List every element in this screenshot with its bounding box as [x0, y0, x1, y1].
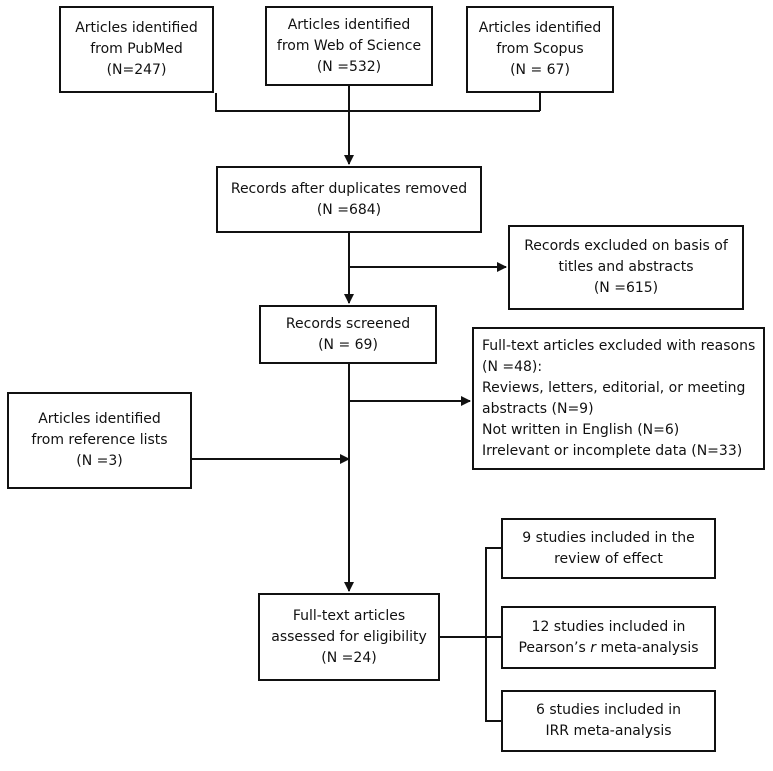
box-pubmed: Articles identified from PubMed (N=247) — [59, 6, 214, 93]
irr-line-2: IRR meta-analysis — [545, 723, 672, 739]
duplicates-count: (N =684) — [316, 201, 382, 218]
wos-line-1: Articles identified — [287, 16, 411, 33]
wos-count: (N =532) — [316, 58, 382, 75]
box-irr-meta-analysis: 6 studies included in IRR meta-analysis — [501, 690, 716, 752]
screened-count: (N = 69) — [318, 336, 378, 353]
box-assessed-eligibility: Full-text articles assessed for eligibil… — [258, 593, 440, 681]
box-reference-lists: Articles identified from reference lists… — [7, 392, 192, 489]
assessed-line-2: assessed for eligibility — [271, 628, 427, 645]
connector-pubmed — [215, 93, 540, 112]
assessed-count: (N =24) — [321, 649, 377, 666]
review-effect-line-1: 9 studies included in the — [522, 529, 695, 546]
box-fulltext-excluded: Full-text articles excluded with reasons… — [472, 327, 765, 470]
box-web-of-science: Articles identified from Web of Science … — [265, 6, 433, 86]
pearson-line-2: Pearson’s r meta-analysis — [518, 638, 698, 659]
reference-lists-count: (N =3) — [76, 453, 123, 469]
scopus-count: (N = 67) — [510, 62, 570, 78]
assessed-line-1: Full-text articles — [292, 607, 406, 624]
box-excluded-titles-abstracts: Records excluded on basis of titles and … — [508, 225, 744, 310]
reason-not-english: Not written in English (N=6) — [482, 421, 680, 438]
bracket-included-studies — [485, 547, 501, 722]
box-records-screened: Records screened (N = 69) — [259, 305, 437, 364]
pearson-meta-analysis: meta-analysis — [596, 639, 699, 656]
pearson-line-1: 12 studies included in — [531, 618, 686, 635]
wos-line-2: from Web of Science — [276, 37, 422, 54]
irr-line-1: 6 studies included in — [536, 702, 681, 718]
pubmed-line-1: Articles identified — [75, 20, 198, 36]
pearson-name: Pearson’s — [518, 639, 591, 656]
pubmed-line-2: from PubMed — [90, 41, 183, 57]
box-pearson-meta-analysis: 12 studies included in Pearson’s r meta-… — [501, 606, 716, 669]
excluded-titles-count: (N =615) — [593, 280, 659, 296]
box-duplicates-removed: Records after duplicates removed (N =684… — [216, 166, 482, 233]
scopus-line-2: from Scopus — [496, 41, 584, 57]
excluded-titles-line-1: Records excluded on basis of — [524, 238, 728, 254]
reference-lists-line-2: from reference lists — [31, 432, 168, 448]
screened-line-1: Records screened — [285, 315, 411, 332]
fulltext-excluded-count: (N =48): — [482, 358, 543, 375]
reason-irrelevant: Irrelevant or incomplete data (N=33) — [482, 442, 743, 459]
reference-lists-line-1: Articles identified — [38, 411, 161, 427]
reason-reviews-line-1: Reviews, letters, editorial, or meeting — [482, 379, 746, 396]
box-scopus: Articles identified from Scopus (N = 67) — [466, 6, 614, 93]
duplicates-line-1: Records after duplicates removed — [230, 180, 468, 197]
reason-reviews-line-2: abstracts (N=9) — [482, 400, 594, 417]
scopus-line-1: Articles identified — [478, 20, 602, 36]
box-review-of-effect: 9 studies included in the review of effe… — [501, 518, 716, 579]
pearson-r-symbol: r — [590, 639, 597, 656]
review-effect-line-2: review of effect — [554, 550, 663, 567]
excluded-titles-line-2: titles and abstracts — [558, 259, 694, 275]
fulltext-excluded-line-1: Full-text articles excluded with reasons — [482, 337, 756, 354]
pubmed-count: (N=247) — [106, 62, 167, 78]
